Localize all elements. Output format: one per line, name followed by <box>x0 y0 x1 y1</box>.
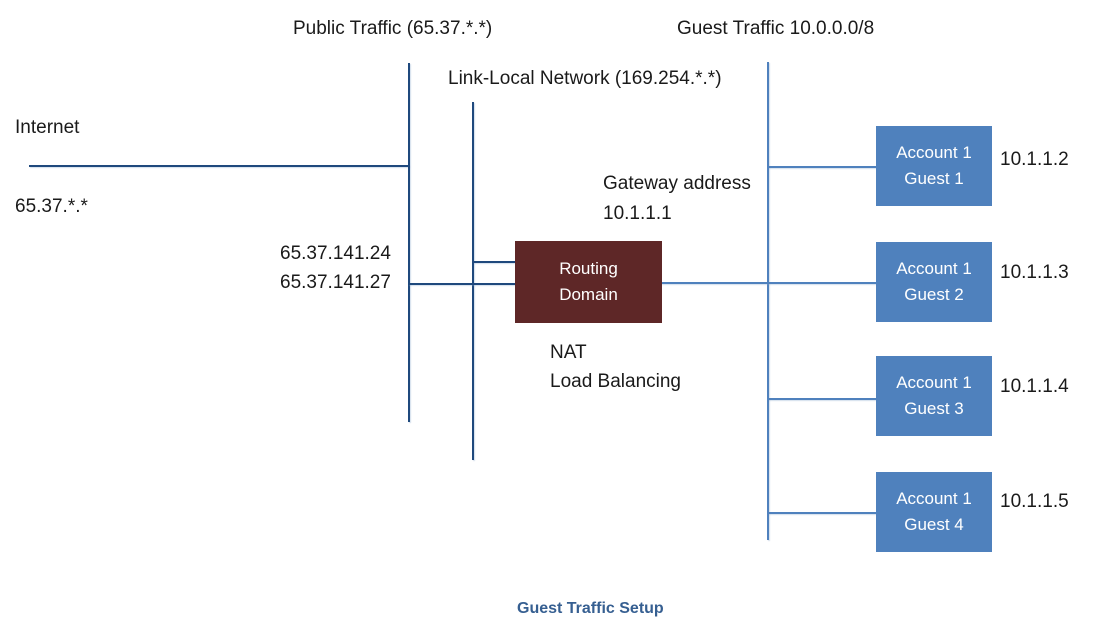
guest-box-1-line2: Guest 1 <box>904 169 964 188</box>
guest-box-4: Account 1 Guest 4 <box>876 472 992 552</box>
link-local-network-label: Link-Local Network (169.254.*.*) <box>448 68 722 89</box>
public-traffic-bus-line <box>408 63 410 422</box>
guest3-connector <box>768 398 876 400</box>
guest-ip-3-label: 10.1.1.4 <box>1000 376 1069 397</box>
public-ip-1-label: 65.37.141.24 <box>280 243 391 264</box>
gateway-address-label: Gateway address 10.1.1.1 <box>603 169 751 229</box>
gateway-address-label-line1: Gateway address <box>603 173 751 194</box>
guest-ip-4-label: 10.1.1.5 <box>1000 491 1069 512</box>
guest4-connector <box>768 512 876 514</box>
guest-ip-1-label: 10.1.1.2 <box>1000 149 1069 170</box>
guest-box-4-line2: Guest 4 <box>904 515 964 534</box>
public-traffic-label: Public Traffic (65.37.*.*) <box>293 18 493 39</box>
guest-box-2-line2: Guest 2 <box>904 285 964 304</box>
routing-domain-box: Routing Domain <box>515 241 662 323</box>
nat-load-balancing-label: NAT Load Balancing <box>550 338 681 396</box>
guest-box-3-line2: Guest 3 <box>904 399 964 418</box>
routing-domain-label-line1: Routing <box>559 259 618 278</box>
diagram-caption: Guest Traffic Setup <box>517 600 664 617</box>
guest-box-1: Account 1 Guest 1 <box>876 126 992 206</box>
guest-box-2: Account 1 Guest 2 <box>876 242 992 322</box>
router-to-guest2-connector <box>661 282 876 284</box>
routing-domain-label-line2: Domain <box>559 285 618 304</box>
guest-ip-2-label: 10.1.1.3 <box>1000 262 1069 283</box>
internet-line <box>29 165 409 167</box>
guest-box-3-line1: Account 1 <box>896 373 972 392</box>
public-to-router-connector <box>408 283 516 285</box>
guest-box-4-line1: Account 1 <box>896 489 972 508</box>
gateway-address-label-line2: 10.1.1.1 <box>603 203 672 224</box>
nat-label: NAT <box>550 342 587 363</box>
guest1-connector <box>768 166 876 168</box>
internet-label: Internet <box>15 117 80 138</box>
guest-box-1-line1: Account 1 <box>896 143 972 162</box>
load-balancing-label: Load Balancing <box>550 371 681 392</box>
public-ip-2-label: 65.37.141.27 <box>280 272 391 293</box>
guest-traffic-label: Guest Traffic 10.0.0.0/8 <box>677 18 875 39</box>
guest-traffic-bus-line <box>767 62 769 540</box>
public-range-label: 65.37.*.* <box>15 196 88 217</box>
link-local-bus-line <box>472 102 474 460</box>
guest-box-2-line1: Account 1 <box>896 259 972 278</box>
link-local-to-router-connector <box>473 261 516 263</box>
guest-box-3: Account 1 Guest 3 <box>876 356 992 436</box>
